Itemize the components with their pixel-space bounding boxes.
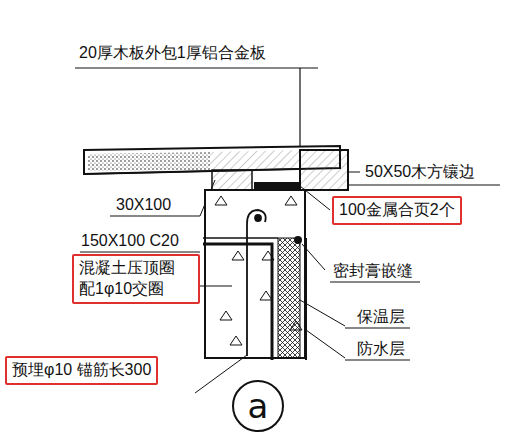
title-leader	[75, 68, 318, 152]
material-note: 密封膏嵌缝	[332, 262, 414, 280]
wood-edge	[300, 150, 500, 190]
insulation-layer	[278, 238, 300, 358]
waterproof-layer	[203, 238, 306, 360]
layer-name: 防水层	[356, 340, 406, 358]
callout-box: 混凝土压顶圈 配1φ10交圈	[72, 254, 200, 304]
material-note: 50X50木方镶边	[364, 163, 476, 181]
callout-text: 100金属合页2个	[339, 200, 455, 221]
callout-text: 混凝土压顶圈 配1φ10交圈	[79, 258, 193, 300]
material-note: 20厚木板外包1厚铝合金板	[78, 44, 267, 62]
callout-text: 预埋φ10 锚筋长300	[12, 360, 151, 381]
detail-marker: a	[232, 380, 284, 432]
callout-box: 100金属合页2个	[332, 196, 462, 225]
dimension: 30X100	[115, 196, 172, 214]
callout-box: 预埋φ10 锚筋长300	[5, 356, 158, 385]
layer-name: 保温层	[356, 308, 406, 326]
concrete-curb	[205, 190, 305, 358]
callout-text: a	[248, 389, 269, 423]
sealant-joint	[294, 236, 325, 270]
anchor-bar	[195, 210, 266, 393]
dimension: 150X100 C20	[80, 232, 180, 250]
leaders	[80, 252, 420, 360]
